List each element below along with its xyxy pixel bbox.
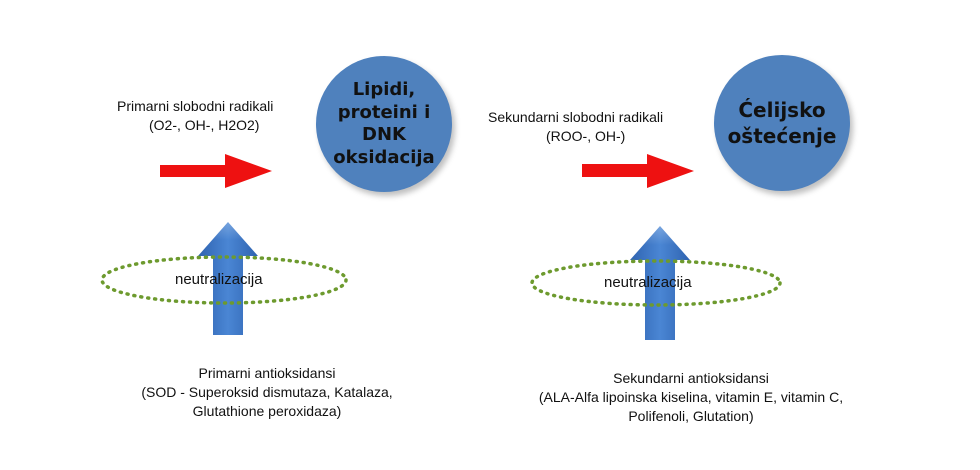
primary-antioxidants-label: Primarni antioksidansi (SOD - Superoksid… [132, 364, 402, 421]
oxidation-line-2: proteini i [337, 101, 431, 123]
left-neutralization-label: neutralizacija [175, 271, 263, 288]
right-blue-up-arrow [630, 226, 690, 340]
left-blue-up-arrow [198, 222, 258, 335]
secondary-radicals-list: (ROO-, OH-) [546, 128, 626, 144]
left-arrow-haze [150, 200, 310, 240]
secondary-antioxidants-list-1: (ALA-Alfa lipoinska kiselina, vitamin E,… [538, 389, 844, 405]
secondary-antioxidants-list-2: Polifenoli, Glutation) [628, 408, 754, 424]
primary-antioxidants-title: Primarni antioksidansi [198, 365, 336, 381]
primary-antioxidants-list-1: (SOD - Superoksid dismutaza, Katalaza, [141, 384, 393, 400]
cell-damage-circle-text: Ćelijsko oštećenje [728, 97, 837, 149]
right-arrow-haze [585, 205, 745, 245]
oxidation-line-4: oksidacija [333, 146, 435, 168]
right-neutralization-ellipse [530, 259, 782, 307]
cell-damage-line-2: oštećenje [727, 124, 837, 148]
oxidation-line-1: Lipidi, [352, 79, 416, 100]
left-neutralization-ellipse [100, 255, 348, 305]
cell-damage-line-1: Ćelijsko [738, 98, 826, 122]
left-red-arrow [160, 154, 272, 188]
secondary-antioxidants-title: Sekundarni antioksidansi [613, 370, 769, 386]
oxidation-circle: Lipidi, proteini i DNK oksidacija [316, 56, 452, 192]
secondary-antioxidants-label: Sekundarni antioksidansi (ALA-Alfa lipoi… [516, 369, 866, 426]
primary-antioxidants-list-2: Glutathione peroxidaza) [192, 403, 342, 419]
secondary-radicals-label: Sekundarni slobodni radikali (ROO-, OH-) [488, 108, 663, 146]
oxidation-line-3: DNK [362, 124, 406, 145]
secondary-radicals-title: Sekundarni slobodni radikali [488, 109, 664, 125]
right-neutralization-label: neutralizacija [604, 274, 692, 291]
cell-damage-circle: Ćelijsko oštećenje [714, 55, 850, 191]
primary-radicals-list: (O2-, OH-, H2O2) [149, 117, 260, 133]
primary-radicals-title: Primarni slobodni radikali [117, 98, 274, 114]
oxidation-circle-text: Lipidi, proteini i DNK oksidacija [333, 79, 434, 169]
primary-radicals-label: Primarni slobodni radikali (O2-, OH-, H2… [117, 97, 273, 135]
right-red-arrow [582, 154, 694, 188]
